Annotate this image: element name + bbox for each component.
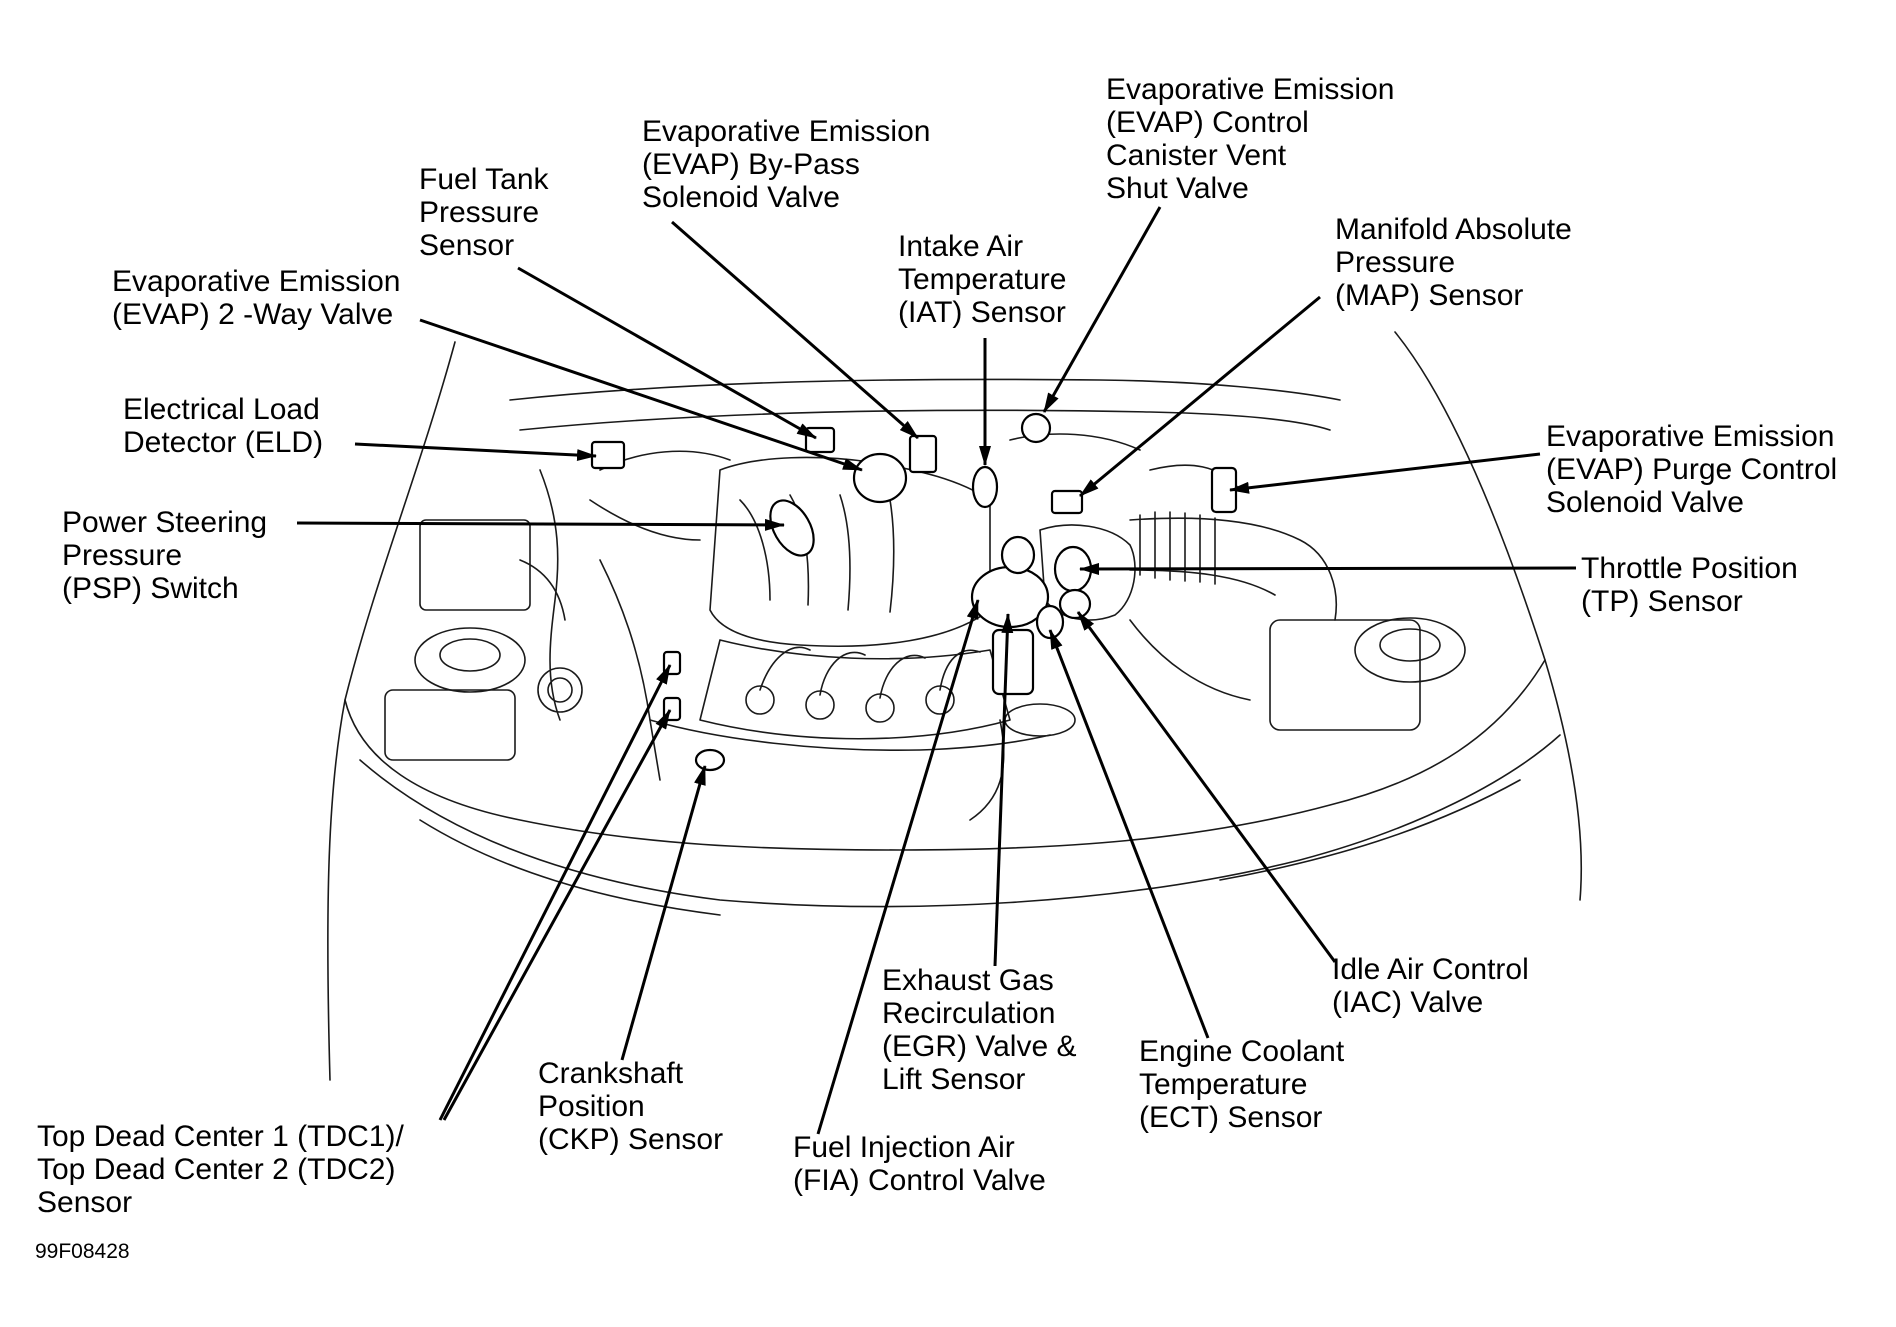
label-eld: Electrical Load Detector (ELD)	[123, 393, 328, 459]
air-intake-duct-lower	[1129, 569, 1276, 596]
callout-labels: Evaporative Emission (EVAP) By-Pass Sole…	[35, 73, 1846, 1263]
left-strut-inner	[439, 638, 501, 672]
label-fuel-tank-pressure-sensor: Fuel Tank Pressure Sensor	[419, 163, 557, 262]
leader-fuel-tank-pressure	[517, 266, 817, 440]
figure-id: 99F08428	[35, 1240, 130, 1263]
label-ect-sensor: Engine Coolant Temperature (ECT) Sensor	[1139, 1035, 1353, 1134]
map-sensor-component	[1050, 489, 1084, 515]
left-battery-box	[384, 689, 516, 761]
leader-tdc1	[438, 664, 672, 1121]
left-reservoir-cap	[537, 667, 583, 713]
left-strut-tower	[414, 627, 526, 693]
label-tdc1-tdc2-sensor: Top Dead Center 1 (TDC1)/ Top Dead Cente…	[37, 1120, 412, 1219]
leader-evap-purge	[1229, 452, 1541, 494]
plug-boot-4	[925, 685, 955, 715]
intake-runners	[739, 494, 895, 613]
valve-cover	[699, 639, 1011, 740]
left-fender-outline	[327, 341, 456, 1081]
label-evap-control-canister-vent-shut-valve: Evaporative Emission (EVAP) Control Cani…	[1106, 73, 1403, 205]
right-fender-outline	[1394, 331, 1582, 901]
right-strut-inner	[1379, 628, 1441, 662]
evap-bypass-valve-component	[908, 434, 938, 474]
fia-valve-component	[991, 628, 1035, 696]
radiator-cap	[1004, 703, 1076, 737]
label-map-sensor: Manifold Absolute Pressure (MAP) Sensor	[1335, 213, 1580, 312]
leader-tp	[1079, 562, 1577, 575]
left-wiring-harness	[539, 469, 561, 721]
label-evap-bypass-solenoid-valve: Evaporative Emission (EVAP) By-Pass Sole…	[642, 115, 939, 214]
evap-canister-vent-valve-component	[1020, 412, 1052, 444]
plug-boot-2	[805, 690, 835, 720]
leader-psp	[296, 518, 785, 531]
spark-plug-wires	[759, 646, 981, 699]
leader-evap-bypass	[671, 220, 919, 440]
leader-ckp	[620, 765, 707, 1061]
leader-eld	[354, 442, 597, 462]
label-iat-sensor: Intake Air Temperature (IAT) Sensor	[898, 230, 1075, 329]
leader-evap-2way	[419, 318, 863, 472]
leader-map	[1079, 295, 1321, 498]
label-evap-purge-control-solenoid-valve: Evaporative Emission (EVAP) Purge Contro…	[1546, 420, 1846, 519]
leader-iac	[1076, 611, 1337, 963]
firewall-line	[509, 378, 1341, 401]
intake-bellows	[1139, 511, 1216, 585]
right-wiring-harness	[1129, 619, 1251, 701]
eld-component	[590, 440, 626, 470]
label-ckp-sensor: Crankshaft Position (CKP) Sensor	[538, 1057, 723, 1156]
left-relay-box	[419, 519, 531, 611]
leader-egr	[993, 613, 1014, 967]
vacuum-hose-4	[1009, 433, 1141, 451]
label-evap-2way-valve: Evaporative Emission (EVAP) 2 -Way Valve	[112, 265, 409, 331]
leader-evap-canister-vent	[1042, 206, 1162, 413]
psp-switch-component	[769, 499, 815, 557]
label-psp-switch: Power Steering Pressure (PSP) Switch	[62, 506, 275, 605]
ckp-sensor-component	[694, 748, 726, 772]
right-strut-tower	[1354, 617, 1466, 683]
leader-tdc2	[442, 709, 672, 1121]
accessory-bracket	[519, 559, 566, 621]
label-egr-valve-lift-sensor: Exhaust Gas Recirculation (EGR) Valve & …	[882, 964, 1085, 1096]
iat-sensor-component	[971, 465, 999, 509]
leader-ect	[1048, 629, 1210, 1039]
iac-valve-component	[1058, 588, 1092, 620]
label-iac-valve: Idle Air Control (IAC) Valve	[1332, 953, 1537, 1019]
bumper-line-right	[1219, 779, 1521, 881]
plug-boot-3	[865, 693, 895, 723]
vacuum-hose-2	[589, 499, 701, 541]
plug-boot-1	[745, 685, 775, 715]
evap-2way-valve-component	[852, 452, 908, 504]
radiator-hose	[969, 719, 1005, 821]
engine-block-front	[649, 719, 1051, 752]
front-body-arc	[344, 659, 1546, 851]
cowl-line	[519, 409, 1331, 431]
egr-valve-top	[1000, 535, 1036, 575]
air-cleaner-box	[1269, 619, 1421, 731]
leader-fia	[816, 599, 980, 1135]
leader-lines	[296, 206, 1577, 1135]
fuel-tank-pressure-sensor-component	[804, 426, 836, 454]
label-tp-sensor: Throttle Position (TP) Sensor	[1581, 552, 1806, 618]
front-lower-arc	[359, 734, 1561, 908]
left-reservoir-cap-inner	[547, 677, 573, 703]
component-glyphs	[590, 412, 1238, 772]
label-fia-control-valve: Fuel Injection Air (FIA) Control Valve	[793, 1131, 1046, 1197]
bumper-line	[419, 819, 721, 916]
